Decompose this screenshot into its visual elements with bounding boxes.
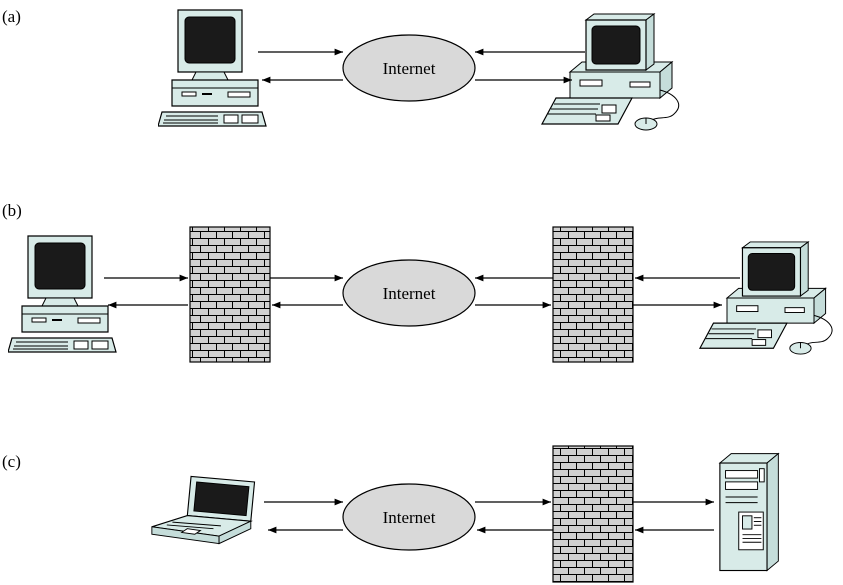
internet-cloud-a: Internet: [342, 34, 476, 102]
laptop-icon: [151, 475, 256, 545]
desktop-computer-icon: [158, 9, 267, 127]
panel-label-a: (a): [2, 7, 21, 26]
internet-cloud-c: Internet: [342, 483, 476, 551]
panel-label-c: (c): [2, 452, 21, 471]
cloud-label-a: Internet: [383, 59, 436, 78]
internet-cloud-icon: [342, 34, 476, 102]
firewall-brick-wall-icon: [552, 445, 634, 583]
cloud-label-c: Internet: [383, 508, 436, 527]
server-tower-icon: [719, 453, 779, 572]
firewall-brick-wall-icon: [552, 226, 634, 363]
internet-cloud-icon: [342, 259, 476, 327]
workstation-computer-icon: [541, 13, 680, 131]
firewall-brick-wall-icon: [189, 226, 271, 363]
internet-cloud-b: Internet: [342, 259, 476, 327]
panel-label-b: (b): [2, 201, 22, 220]
cloud-label-b: Internet: [383, 284, 436, 303]
desktop-computer-icon: [8, 235, 117, 353]
internet-cloud-icon: [342, 483, 476, 551]
workstation-computer-icon: [699, 241, 833, 355]
